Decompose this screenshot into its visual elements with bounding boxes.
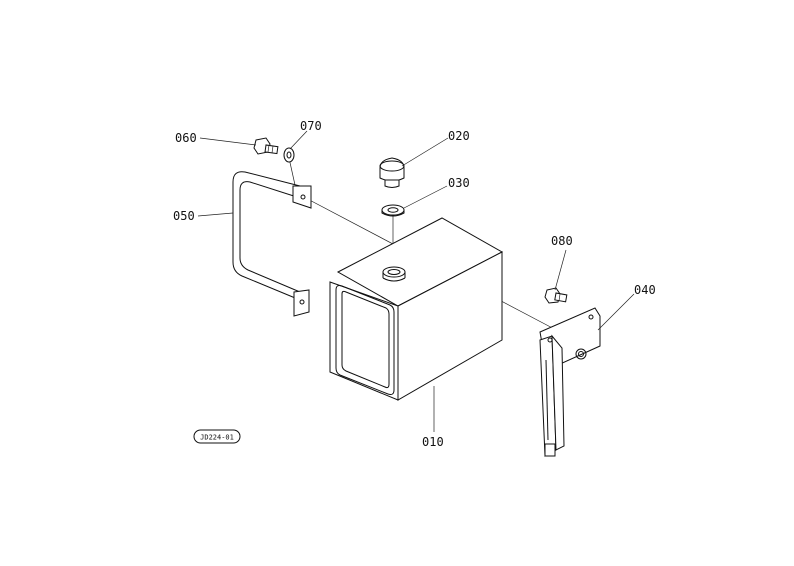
- label-060: 060: [175, 131, 197, 145]
- label-030: 030: [448, 176, 470, 190]
- left-bolt[interactable]: [253, 137, 279, 155]
- reference-code: JD224-01: [200, 434, 234, 442]
- label-040: 040: [634, 283, 656, 297]
- label-020: 020: [448, 129, 470, 143]
- label-070: 070: [300, 119, 322, 133]
- label-080: 080: [551, 234, 573, 248]
- reference-code-stamp: JD224-01: [193, 429, 241, 444]
- label-010: 010: [422, 435, 444, 449]
- cap[interactable]: [379, 157, 405, 188]
- right-bracket[interactable]: [539, 307, 601, 457]
- right-bolt[interactable]: [544, 287, 568, 304]
- leader-lines: [197, 130, 635, 432]
- left-washer[interactable]: [283, 147, 295, 163]
- tank[interactable]: [329, 217, 504, 401]
- label-050: 050: [173, 209, 195, 223]
- cap-washer[interactable]: [381, 204, 405, 217]
- left-strap[interactable]: [232, 171, 312, 317]
